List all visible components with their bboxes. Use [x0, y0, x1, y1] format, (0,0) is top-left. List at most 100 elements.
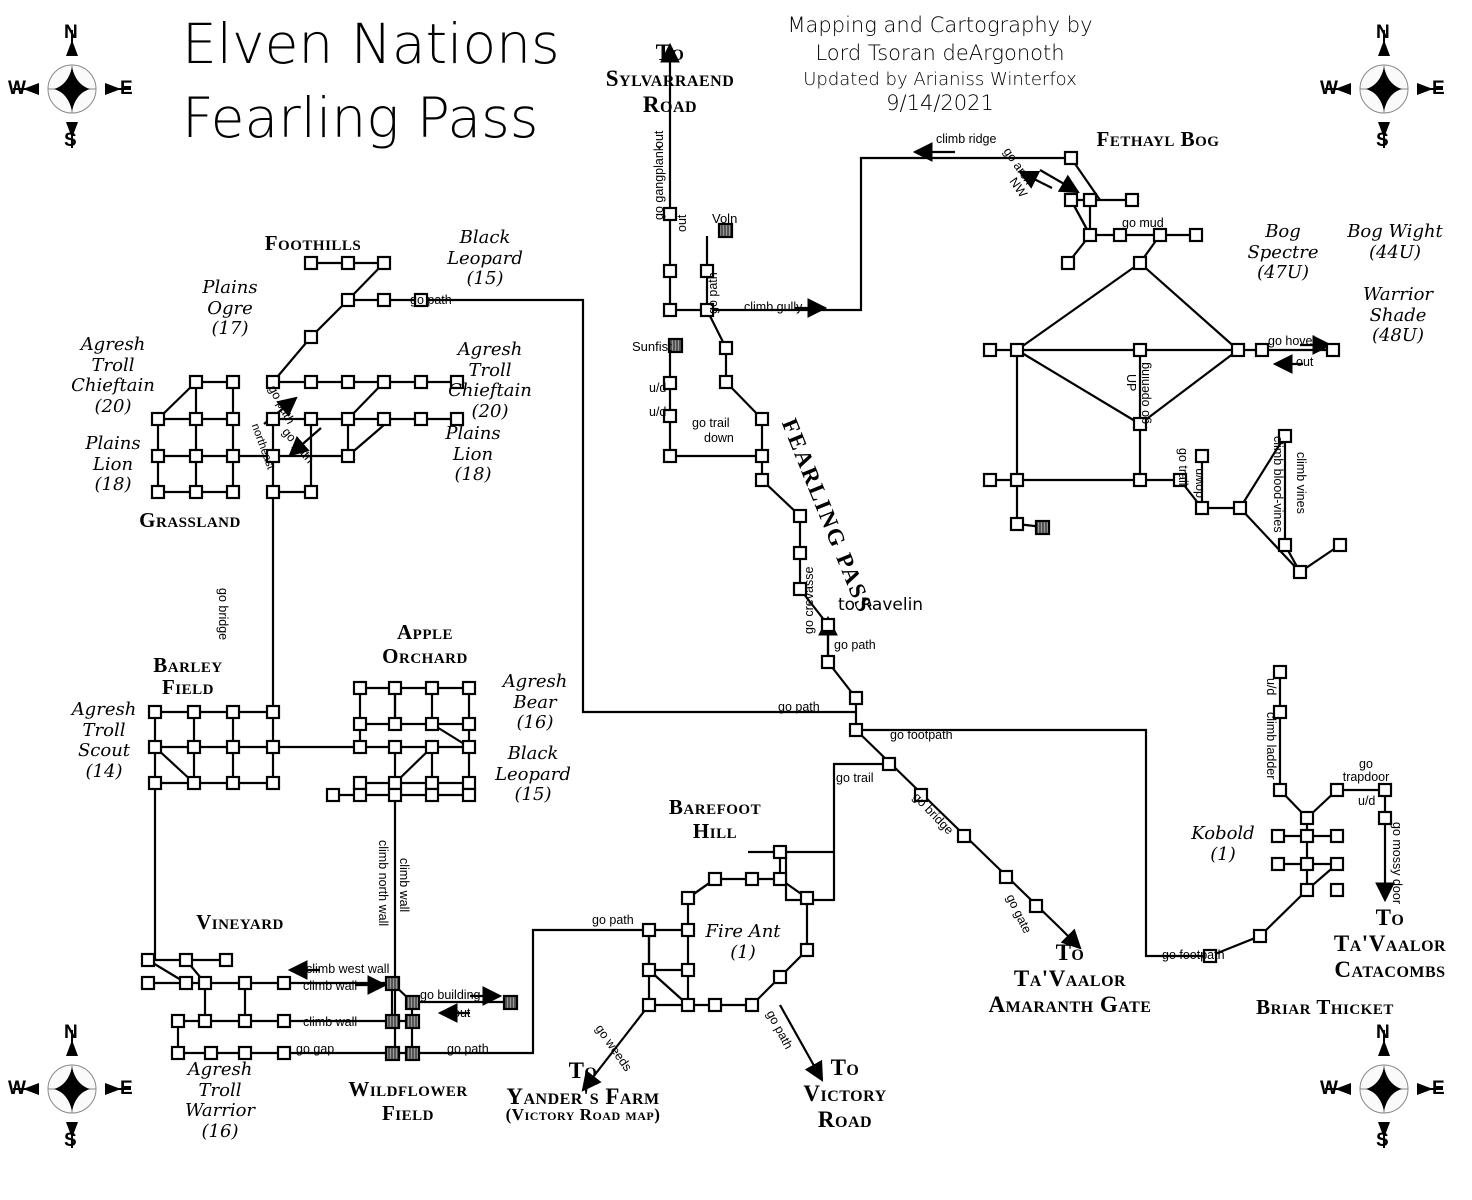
- poi-to-ravelin[interactable]: to Ravelin: [838, 595, 924, 615]
- creature-black-leopard-orchard: Black Leopard (15): [495, 743, 571, 806]
- verb-ud-sunfist-2: u/d: [649, 405, 667, 419]
- verb-climb-wall-upper: climb wall: [303, 979, 358, 993]
- verb-climb-wall-lower: climb wall: [303, 1015, 358, 1029]
- verb-climb-wall-vertical: climb wall: [397, 858, 411, 913]
- compass-rose-bottom-left: [13, 1030, 131, 1148]
- verb-go-gap: go gap: [296, 1042, 335, 1056]
- map-title-line1: Elven Nations: [182, 12, 560, 76]
- verb-go-path-junction: go path: [778, 700, 820, 714]
- compass-tr-south: S: [1376, 130, 1389, 151]
- verb-ud-briar-right: u/d: [1358, 794, 1376, 808]
- compass-rose-top-right: [1325, 30, 1443, 148]
- compass-br-west: W: [1320, 1078, 1338, 1099]
- creature-black-leopard-north: Black Leopard (15): [447, 227, 523, 290]
- verb-climb-gully: climb gully: [744, 300, 803, 314]
- compass-tr-west: W: [1320, 78, 1338, 99]
- verb-go-building: go building: [420, 988, 481, 1002]
- verb-go-mud: go mud: [1122, 216, 1164, 230]
- region-wildflower-l1: Wildflower: [348, 1077, 468, 1101]
- exit-to-sylvarraend-road[interactable]: To Sylvarraend Road: [605, 40, 735, 117]
- verb-go-trail-main: go trail: [836, 771, 874, 785]
- region-barefoot-hill-l2: Hill: [692, 819, 738, 843]
- region-apple-orchard-l2: Orchard: [382, 644, 468, 668]
- verb-go-path-foothills: go path: [410, 293, 452, 307]
- arrow-go-arch-in: [1039, 169, 1080, 194]
- arrow-to-amaranth-gate: [1059, 927, 1082, 950]
- verb-climb-north-wall: climb north wall: [376, 840, 390, 927]
- compass-rose-bottom-right: [1325, 1030, 1443, 1148]
- verb-go-mossy-door: go mossy door: [1390, 822, 1404, 904]
- compass-tl-south: S: [64, 130, 77, 151]
- poi-sunfist-label: Sunfist: [632, 339, 672, 354]
- region-wildflower-l2: Field: [381, 1101, 434, 1125]
- verb-out-building: out: [453, 1006, 471, 1020]
- region-fethayl-bog: Fethayl Bog: [1096, 127, 1220, 151]
- map-rooms: [140, 150, 1393, 1062]
- creature-agresh-troll-chieftain-east: Agresh Troll Chieftain (20): [448, 339, 532, 423]
- creature-agresh-troll-chieftain-west: Agresh Troll Chieftain (20): [71, 334, 155, 418]
- credit-line3: Updated by Arianiss Winterfox: [803, 69, 1077, 90]
- exit-to-yanders-farm[interactable]: To Yander's Farm: [506, 1058, 660, 1109]
- verb-climb-ridge: climb ridge: [936, 132, 997, 146]
- verb-ud-sunfist-1: u/d: [649, 381, 667, 395]
- exit-to-tavaalor-catacombs[interactable]: To Ta'Vaalor Catacombs: [1333, 905, 1447, 982]
- compass-tl-west: W: [8, 78, 26, 99]
- creature-agresh-bear: Agresh Bear (16): [502, 671, 568, 734]
- verb-go-trail-sunfist: go trail: [692, 416, 730, 430]
- verb-climb-blood-vines: climb blood-vines: [1271, 436, 1285, 533]
- region-barefoot-hill-l1: Barefoot: [668, 795, 762, 819]
- verb-go-opening: go opening: [1138, 362, 1152, 424]
- creature-bog-wight: Bog Wight (44U): [1347, 221, 1443, 263]
- verb-go-path-wildflower: go path: [447, 1042, 489, 1056]
- creature-plains-ogre: Plains Ogre (17): [202, 277, 258, 340]
- verb-climb-ladder: climb ladder: [1264, 712, 1278, 780]
- creature-warrior-shade: Warrior Shade (48U): [1362, 284, 1434, 347]
- region-grassland: Grassland: [139, 508, 241, 532]
- credit-line1: Mapping and Cartography by: [787, 13, 1093, 37]
- creature-agresh-troll-scout: Agresh Troll Scout (14): [71, 699, 137, 783]
- verb-down-sunfist: down: [704, 431, 734, 445]
- creature-kobold: Kobold (1): [1191, 823, 1255, 865]
- verb-go-footpath-main: go footpath: [890, 728, 953, 742]
- arrow-northeast-sw: [288, 427, 322, 457]
- compass-br-south: S: [1376, 1130, 1389, 1151]
- verb-down-bog: down: [1192, 468, 1206, 498]
- compass-br-north: N: [1376, 1022, 1390, 1043]
- region-apple-orchard-l1: Apple: [396, 620, 453, 644]
- creature-plains-lion-east: Plains Lion (18): [445, 423, 501, 486]
- credit-line2: Lord Tsoran deArgonoth: [815, 41, 1065, 65]
- creature-fire-ant: Fire Ant (1): [705, 921, 781, 963]
- compass-bl-south: S: [64, 1130, 77, 1151]
- direction-arrows: [263, 42, 1333, 1023]
- verb-out-gangplank: out: [675, 214, 689, 232]
- verb-ud-briar-top: u/d: [1264, 678, 1278, 696]
- creature-agresh-troll-warrior: Agresh Troll Warrior (16): [184, 1059, 256, 1143]
- region-briar-thicket: Briar Thicket: [1256, 995, 1394, 1019]
- verb-go-trapdoor: go trapdoor: [1342, 757, 1390, 785]
- compass-tl-east: E: [120, 78, 133, 99]
- verb-go-crevasse: go crevasse: [802, 566, 816, 634]
- poi-voln-label: Voln: [712, 211, 738, 226]
- compass-tl-north: N: [64, 22, 78, 43]
- credit-line4: 9/14/2021: [886, 91, 994, 115]
- verb-climb-west-wall: climb west wall: [306, 962, 390, 976]
- compass-tr-east: E: [1432, 78, 1445, 99]
- verb-up-bog: UP: [1124, 374, 1138, 392]
- creature-bog-spectre: Bog Spectre (47U): [1247, 221, 1319, 284]
- compass-br-east: E: [1432, 1078, 1445, 1099]
- compass-bl-west: W: [8, 1078, 26, 1099]
- verb-go-trail-bog: go trail: [1176, 448, 1190, 486]
- region-foothills: Foothills: [264, 231, 362, 255]
- exit-to-tavaalor-amaranth-gate[interactable]: To Ta'Vaalor Amaranth Gate: [988, 940, 1152, 1017]
- verb-go-hovel: go hovel: [1268, 334, 1316, 348]
- verb-climb-vines: climb vines: [1294, 452, 1308, 514]
- verb-out-hovel: out: [1296, 355, 1314, 369]
- verb-go-path-barefoot: go path: [592, 913, 634, 927]
- verb-go-bridge-vertical: go bridge: [216, 588, 230, 641]
- verb-go-path-voln: go path: [706, 272, 720, 314]
- verb-go-path-ravelin: go path: [834, 638, 876, 652]
- verb-go-gangplank: go gangplank: [652, 144, 666, 220]
- compass-bl-east: E: [120, 1078, 133, 1099]
- exit-to-victory-road[interactable]: To Victory Road: [803, 1055, 887, 1132]
